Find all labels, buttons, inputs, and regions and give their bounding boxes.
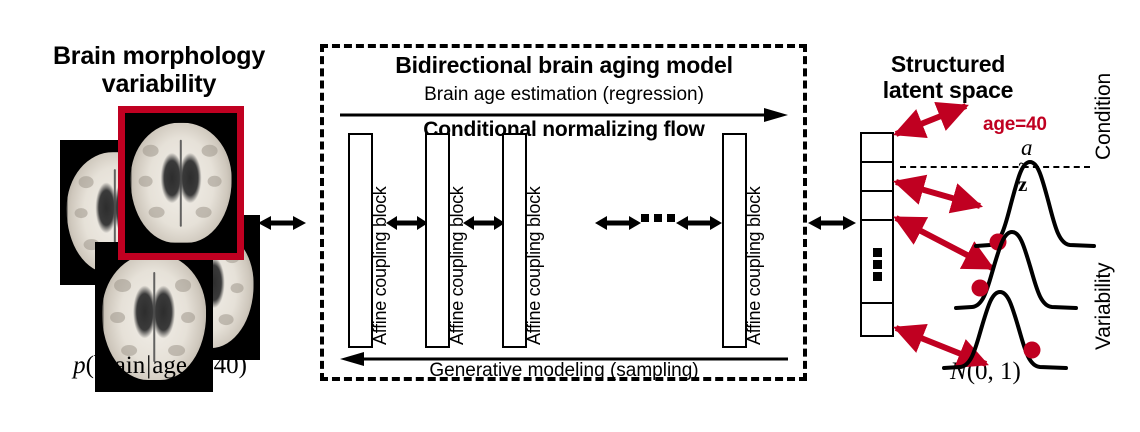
gaussian-top	[974, 159, 1096, 248]
connector-block2-block3-icon	[463, 211, 505, 235]
center-panel-title: Bidirectional brain aging model	[395, 52, 733, 78]
latent-vertical-ellipsis	[873, 248, 882, 281]
condition-variability-separator	[900, 166, 1090, 168]
left-title-line1: Brain morphology	[52, 42, 266, 70]
connector-center-to-right-icon	[808, 211, 856, 235]
latent-variable-symbol: z	[1018, 172, 1027, 197]
formula-open: (	[85, 352, 94, 379]
formula-equals: =	[193, 352, 208, 379]
arrow-gaussian-sample	[893, 215, 995, 271]
regression-direction-arrow-icon	[340, 108, 788, 122]
latent-cell-2[interactable]	[860, 190, 894, 221]
blocks-ellipsis	[641, 214, 675, 226]
conditional-normalizing-flow-label: Conditional normalizing flow	[423, 118, 705, 141]
connector-ellipsis-block4-icon	[676, 211, 722, 235]
arrow-condition	[893, 101, 969, 139]
arrow-gaussian-top	[893, 174, 983, 214]
connector-block3-ellipsis-icon	[595, 211, 641, 235]
affine-coupling-block-3-label: Affine coupling block	[524, 186, 544, 345]
left-title-line2: variability	[101, 70, 217, 98]
latent-symbol-letter: z	[1018, 172, 1027, 197]
top-arrow-label: Brain age estimation (regression)	[424, 84, 704, 105]
affine-coupling-block-4[interactable]: Affine coupling block	[722, 133, 764, 348]
age-annotation: age=40	[983, 114, 1047, 135]
right-title-line2: latent space	[882, 76, 1014, 103]
right-panel-title: Structured latent space	[848, 51, 1048, 104]
latent-cell-last[interactable]	[860, 302, 894, 337]
affine-coupling-block-2[interactable]: Affine coupling block	[425, 133, 467, 348]
bidirectional-model-box	[320, 44, 807, 381]
latent-vector	[860, 132, 894, 337]
brain-slice-highlighted	[118, 106, 244, 260]
brain-morphology-panel: Brain morphology variability	[0, 0, 315, 432]
affine-coupling-block-3[interactable]: Affine coupling block	[502, 133, 544, 348]
gaussian-middle-sample	[971, 279, 989, 297]
latent-space-graphics	[893, 101, 1096, 370]
condition-symbol: a	[1021, 135, 1033, 160]
formula-value: 40	[213, 352, 239, 379]
bottom-arrow-label: Generative modeling (sampling)	[429, 360, 699, 381]
formula-bar: |	[146, 352, 152, 379]
left-panel-title: Brain morphology variability	[28, 42, 290, 98]
latent-cell-1[interactable]	[860, 161, 894, 192]
formula-close: )	[238, 352, 247, 379]
latent-cell-condition[interactable]	[860, 132, 894, 163]
conditional-probability-formula: p(brain|age = 40)	[40, 352, 280, 380]
right-title-line1: Structured	[890, 51, 1006, 77]
affine-coupling-block-1[interactable]: Affine coupling block	[348, 133, 390, 348]
formula-p: p	[73, 352, 86, 379]
gaussian-middle	[954, 229, 1078, 310]
formula-brain: brain	[93, 352, 146, 379]
connector-left-to-center-icon	[258, 211, 306, 235]
formula-age: age	[152, 352, 187, 379]
generative-direction-arrow-icon	[340, 352, 788, 366]
brain-slice-bottom	[95, 242, 213, 392]
gaussian-bottom-sample	[1023, 341, 1041, 359]
connector-block1-block2-icon	[386, 211, 428, 235]
affine-coupling-block-4-label: Affine coupling block	[744, 186, 764, 345]
